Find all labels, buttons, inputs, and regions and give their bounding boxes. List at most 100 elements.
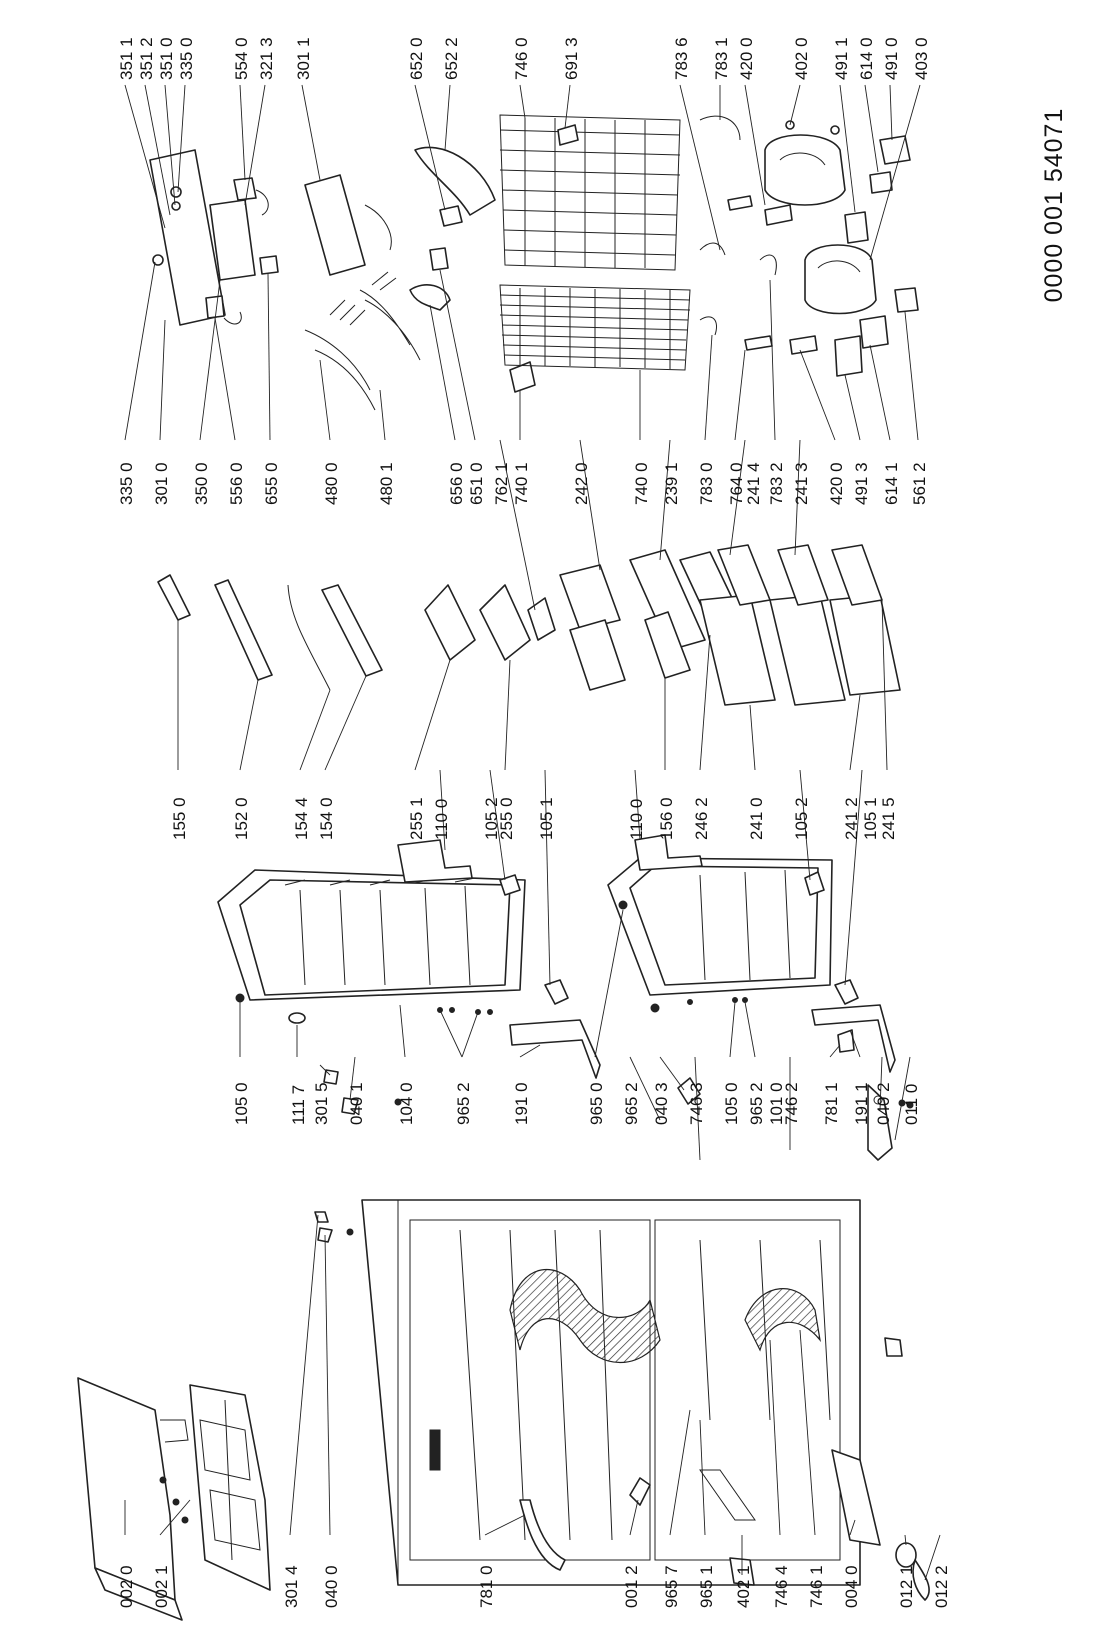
- callout-label: 740 0: [632, 462, 651, 505]
- callout-label: 335 0: [117, 462, 136, 505]
- callout-label: 246 2: [692, 797, 711, 840]
- suction-tube-part: [699, 254, 777, 336]
- callout-label: 491 1: [832, 37, 851, 80]
- drain-cap-part: [629, 1477, 651, 1506]
- control-panel-part: [149, 149, 226, 326]
- callout-label: 351 0: [157, 37, 176, 80]
- bracket-561-part: [894, 287, 919, 313]
- callout-label: 111 7: [289, 1085, 308, 1125]
- callout-label: 002 1: [152, 1565, 171, 1608]
- callout-label: 241 5: [879, 797, 898, 840]
- relay-part: [844, 211, 869, 244]
- egg-tray-part: [157, 574, 191, 621]
- callout-label: 561 2: [910, 462, 929, 505]
- thermostat-part: [209, 199, 256, 281]
- cabinet-part: [361, 1199, 861, 1586]
- callout-label: 652 0: [407, 37, 426, 80]
- callouts-col2: 105 0 111 7 301 5 040 1 104 0 965 2 191 …: [232, 1082, 921, 1125]
- door-shelf-1-part: [214, 579, 273, 681]
- callouts-col3: 155 0 152 0 154 4 154 0 255 1 110 0 105 …: [170, 797, 898, 840]
- callout-label: 040 2: [874, 1082, 893, 1125]
- callout-label: 040 3: [652, 1082, 671, 1125]
- starter-2-part: [859, 315, 889, 349]
- callout-label: 965 7: [662, 1565, 681, 1608]
- hinge-lower-2-part: [634, 834, 703, 871]
- lamp-cover-part: [414, 146, 496, 216]
- callout-label: 105 2: [482, 797, 501, 840]
- callout-label: 012 2: [932, 1565, 951, 1608]
- light-bulb-part: [409, 284, 451, 311]
- callout-label: 491 3: [852, 462, 871, 505]
- callout-label: 004 0: [842, 1565, 861, 1608]
- socket-part: [205, 295, 225, 319]
- callout-label: 105 0: [232, 1082, 251, 1125]
- callout-label: 301 0: [152, 462, 171, 505]
- filter-tube-part: [727, 195, 753, 211]
- callout-label: 301 4: [282, 1565, 301, 1608]
- callout-label: 402 0: [792, 37, 811, 80]
- callout-label: 965 2: [622, 1082, 641, 1125]
- callout-label: 241 0: [747, 797, 766, 840]
- condenser-part: [499, 114, 681, 271]
- callout-label: 740 1: [512, 462, 531, 505]
- callout-label: 655 0: [262, 462, 281, 505]
- callout-label: 350 0: [192, 462, 211, 505]
- glass-shelf-part: [424, 584, 476, 661]
- capacitor-part: [764, 204, 793, 226]
- callout-label: 651 0: [467, 462, 486, 505]
- top-cover-part: [77, 1377, 189, 1621]
- starter-part: [879, 135, 911, 165]
- callout-label: 480 0: [322, 462, 341, 505]
- callout-label: 156 0: [657, 797, 676, 840]
- callout-label: 403 0: [912, 37, 931, 80]
- callout-label: 746 4: [772, 1565, 791, 1608]
- callout-label: 152 0: [232, 797, 251, 840]
- callouts-col5: 351 1 351 2 351 0 335 0 554 0 321 3 301 …: [117, 37, 931, 80]
- callout-label: 965 2: [747, 1082, 766, 1125]
- hinge-bracket-part: [831, 1449, 881, 1546]
- callout-label: 239 1: [662, 462, 681, 505]
- freezer-grid-part: [644, 611, 691, 679]
- callout-label: 781 0: [477, 1565, 496, 1608]
- callout-label: 012 1: [897, 1565, 916, 1608]
- cover-plate-part: [314, 1211, 329, 1223]
- evaporator-part: [499, 284, 691, 371]
- drawer-front-3-part: [831, 544, 883, 606]
- callout-label: 351 2: [137, 37, 156, 80]
- callout-label: 351 1: [117, 37, 136, 80]
- hinge-cover-part: [677, 1077, 701, 1105]
- callout-label: 746 0: [512, 37, 531, 80]
- clip-part: [912, 1559, 930, 1601]
- wiring-harness-part: [304, 299, 376, 411]
- lamp-holder-part: [233, 177, 257, 201]
- callout-label: 335 0: [177, 37, 196, 80]
- parts-drawing: [77, 114, 930, 1621]
- wiring-harness-2-part: [359, 271, 421, 361]
- callout-label: 746 1: [807, 1565, 826, 1608]
- callout-label: 321 3: [257, 37, 276, 80]
- callout-label: 002 0: [117, 1565, 136, 1608]
- callout-label: 783 0: [697, 462, 716, 505]
- drain-tube-part: [519, 1499, 566, 1571]
- callout-label: 255 1: [407, 797, 426, 840]
- compressor-2-part: [804, 244, 877, 315]
- shelf-cover-part: [304, 174, 366, 276]
- callout-label: 781 1: [822, 1082, 841, 1125]
- drawer-front-1-part: [717, 544, 771, 606]
- callout-label: 783 1: [712, 37, 731, 80]
- callout-label: 480 1: [377, 462, 396, 505]
- relay-2-part: [834, 335, 863, 377]
- callout-label: 154 4: [292, 797, 311, 840]
- lamp-socket-part: [429, 247, 449, 271]
- door-gasket-part: [509, 1019, 601, 1079]
- filter-drier-part: [557, 124, 579, 146]
- door-shelf-2-part: [321, 584, 383, 677]
- callout-label: 614 1: [882, 462, 901, 505]
- switch-part: [259, 255, 279, 275]
- badge-part: [288, 1012, 306, 1024]
- hinge-mid-part: [544, 979, 569, 1005]
- callout-label: 420 0: [827, 462, 846, 505]
- callout-label: 965 2: [454, 1082, 473, 1125]
- compressor-part: [764, 120, 846, 206]
